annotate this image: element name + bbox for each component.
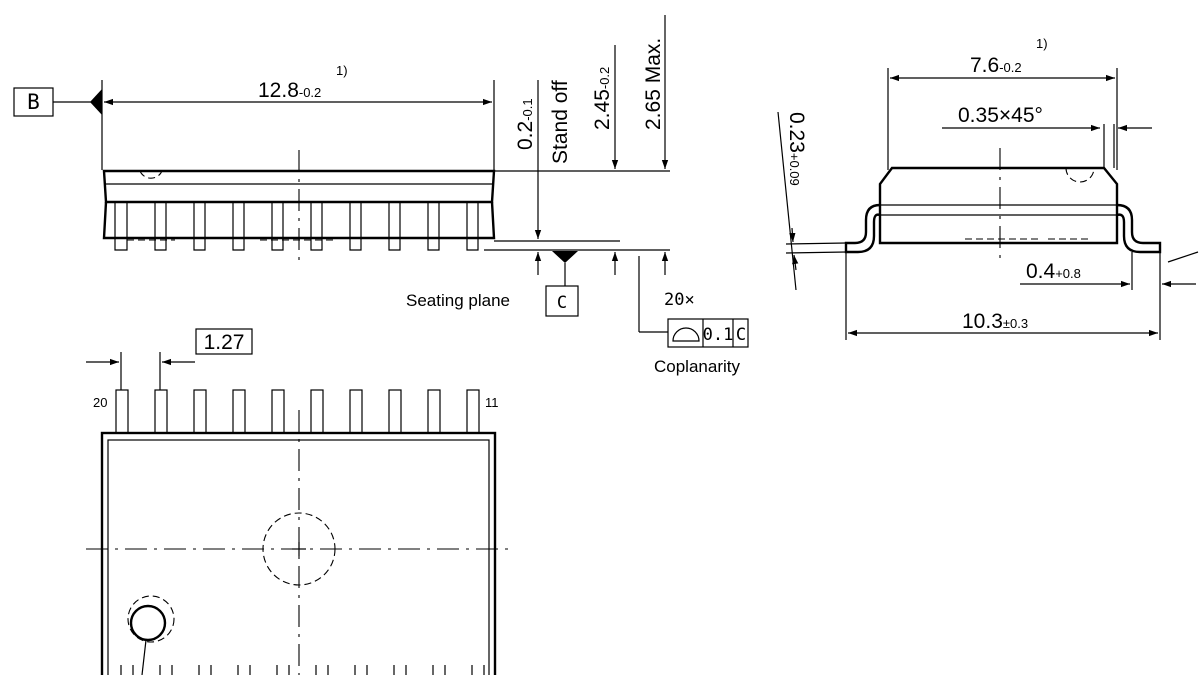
top-leads xyxy=(115,389,480,434)
pitch-dimension: 1.27 xyxy=(204,331,245,354)
pin-label-last: 11 xyxy=(485,395,499,410)
standoff-dimension: 0.2-0.1 xyxy=(514,98,537,150)
datum-c-triangle xyxy=(552,251,578,263)
lead-length-dimension: 0.4+0.8 xyxy=(1026,260,1081,283)
body-width-dimension: 7.6-0.2 xyxy=(970,54,1022,77)
chamfer-dimension: 0.35×45° xyxy=(958,104,1043,127)
lead-thickness-dimension: 0.23+0.09 xyxy=(785,112,808,186)
end-body-outline xyxy=(878,166,1119,245)
coplanarity-frame xyxy=(667,318,749,348)
body-width-note: 1) xyxy=(1036,36,1048,51)
max-height-dimension: 2.65 Max. xyxy=(642,38,665,130)
end-lead-left xyxy=(844,203,881,254)
standoff-label: Stand off xyxy=(549,80,572,164)
side-leads xyxy=(114,202,479,251)
coplanarity-label: Coplanarity xyxy=(654,357,740,376)
top-view: 1.27 20 11 xyxy=(86,328,515,675)
side-view: B 12.8-0.2 1) xyxy=(13,15,749,376)
end-view: 7.6-0.2 1) 0.35×45° 0.23+0.09 xyxy=(777,36,1199,340)
pitch-frame xyxy=(195,328,253,355)
pin1-marker-icon xyxy=(129,604,167,642)
length-dimension: 12.8-0.2 xyxy=(258,79,321,102)
datum-b-triangle xyxy=(90,89,102,115)
bottom-leads xyxy=(120,665,485,675)
length-note: 1) xyxy=(336,63,348,78)
top-body-outline xyxy=(100,431,497,675)
overall-width-dimension: 10.3±0.3 xyxy=(962,310,1028,333)
datum-b-label: B xyxy=(27,90,40,114)
end-lead-right xyxy=(1116,203,1162,254)
coplanarity-value: 0.1 xyxy=(703,325,734,345)
coplanarity-datum: C xyxy=(736,325,746,345)
datum-c-label: C xyxy=(557,293,567,313)
pin-label-first: 20 xyxy=(93,395,107,410)
body-height-dimension: 2.45-0.2 xyxy=(591,67,614,130)
lead-count-label: 20× xyxy=(664,290,695,310)
ejector-mark xyxy=(262,512,336,586)
profile-symbol-icon xyxy=(672,327,700,342)
seating-plane-label: Seating plane xyxy=(406,291,510,310)
datum-c-frame xyxy=(545,285,579,317)
